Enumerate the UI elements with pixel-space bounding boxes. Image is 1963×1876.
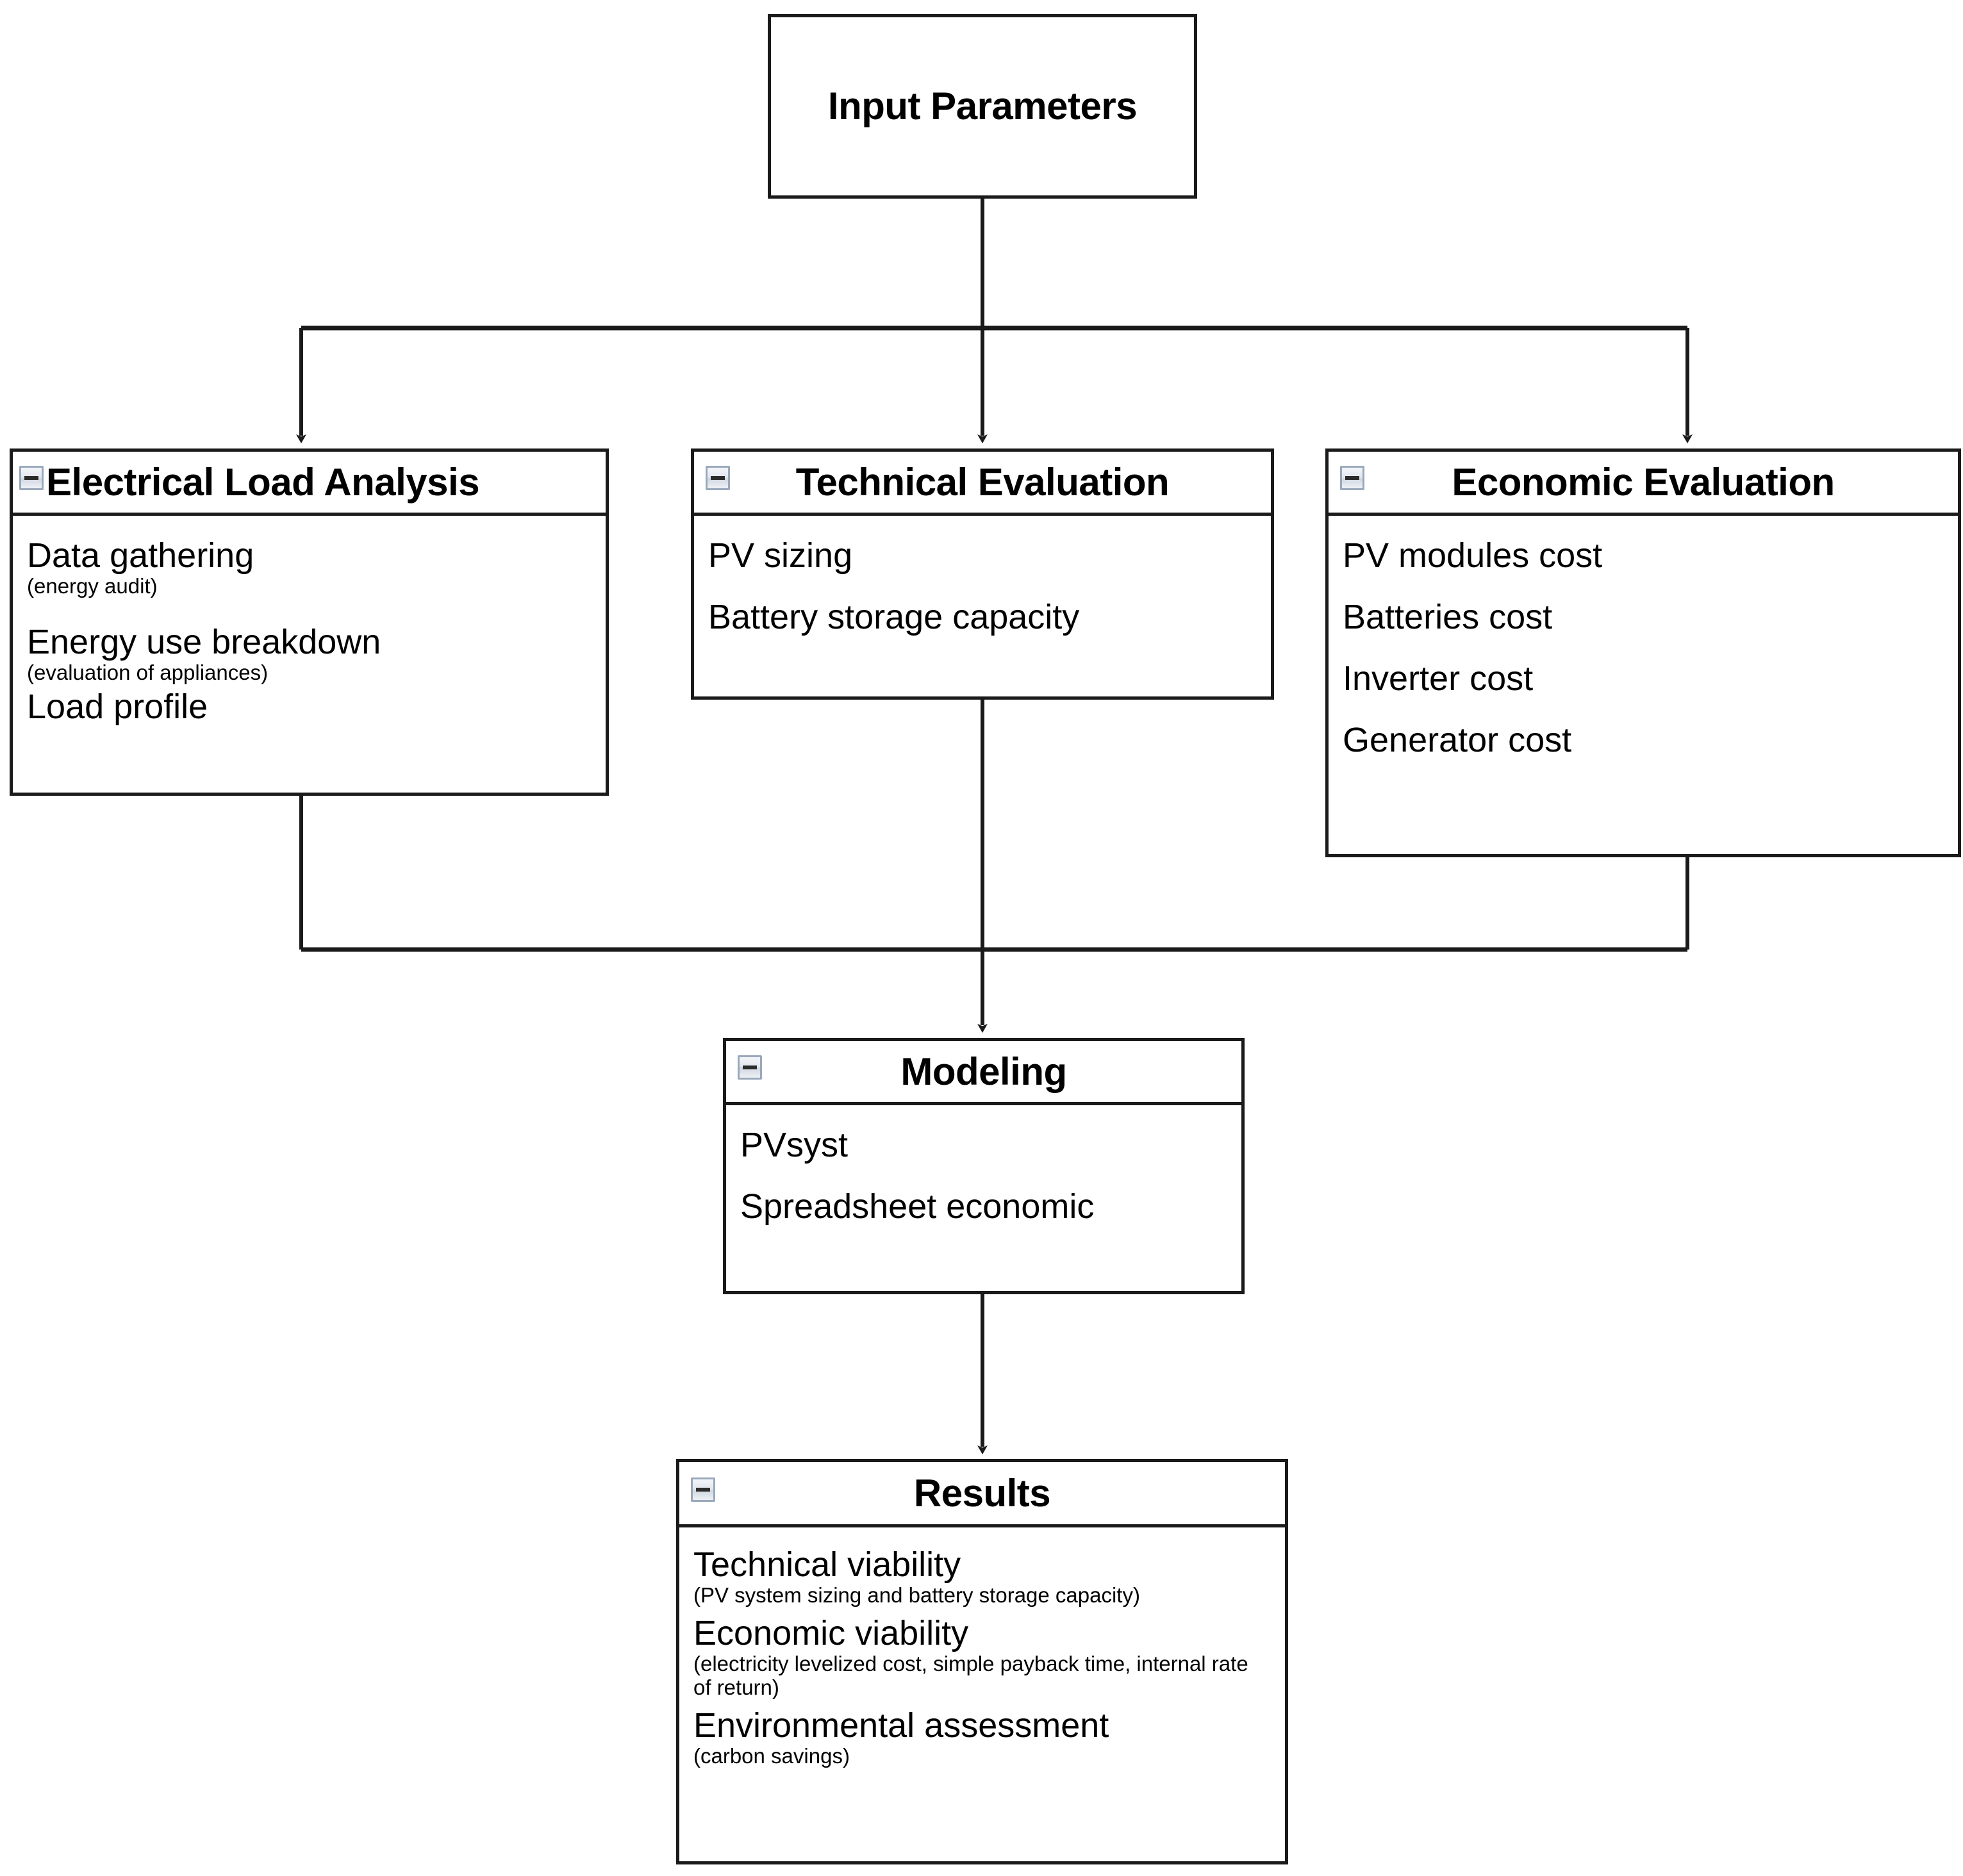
collapse-minus-icon[interactable] <box>738 1055 762 1080</box>
list-item: PV sizing <box>708 538 1271 573</box>
list-item-label: Battery storage capacity <box>708 598 1080 637</box>
node-header: Electrical Load Analysis <box>13 452 606 516</box>
list-item-note: (PV system sizing and battery storage ca… <box>693 1583 1140 1608</box>
node-body: PV modules cost Batteries cost Inverter … <box>1329 516 1958 854</box>
list-item-label: PVsyst <box>740 1126 849 1164</box>
list-item-label: Technical viability <box>693 1545 961 1584</box>
list-item: Economic viability (electricity levelize… <box>693 1615 1285 1700</box>
list-item: Battery storage capacity <box>708 599 1271 635</box>
list-item: Batteries cost <box>1343 599 1958 635</box>
list-item-label: Spreadsheet economic <box>740 1187 1095 1226</box>
node-body: PV sizing Battery storage capacity <box>694 516 1271 696</box>
node-title: Modeling <box>900 1049 1067 1093</box>
list-item-label: Batteries cost <box>1343 598 1553 637</box>
node-header: Economic Evaluation <box>1329 452 1958 516</box>
list-item-label: Inverter cost <box>1343 659 1534 698</box>
list-item: PVsyst <box>740 1127 1241 1163</box>
list-item-label: Economic viability <box>693 1614 969 1653</box>
node-title: Electrical Load Analysis <box>46 460 480 504</box>
list-item-label: Energy use breakdown <box>27 623 381 662</box>
list-item-note: (carbon savings) <box>693 1744 850 1768</box>
node-economic-evaluation[interactable]: Economic Evaluation PV modules cost Batt… <box>1325 448 1961 857</box>
node-header: Input Parameters <box>771 17 1194 195</box>
list-item-label: Load profile <box>27 687 208 727</box>
node-results[interactable]: Results Technical viability (PV system s… <box>676 1459 1288 1864</box>
node-technical-evaluation[interactable]: Technical Evaluation PV sizing Battery s… <box>691 448 1274 700</box>
list-item: Load profile <box>27 689 606 725</box>
list-item: Spreadsheet economic <box>740 1189 1241 1224</box>
list-item: Energy use breakdown (evaluation of appl… <box>27 624 606 685</box>
list-item-label: Data gathering <box>27 536 254 575</box>
node-body: PVsyst Spreadsheet economic <box>726 1105 1241 1291</box>
node-modeling[interactable]: Modeling PVsyst Spreadsheet economic <box>723 1038 1245 1294</box>
collapse-minus-icon[interactable] <box>1340 466 1364 490</box>
list-item: Technical viability (PV system sizing an… <box>693 1547 1285 1608</box>
node-electrical-load-analysis[interactable]: Electrical Load Analysis Data gathering … <box>10 448 609 796</box>
list-item: Inverter cost <box>1343 661 1958 696</box>
collapse-minus-icon[interactable] <box>706 466 730 490</box>
list-item: PV modules cost <box>1343 538 1958 573</box>
node-header: Modeling <box>726 1041 1241 1105</box>
node-body: Data gathering (energy audit) Energy use… <box>13 516 606 793</box>
node-title: Technical Evaluation <box>795 460 1170 504</box>
node-title: Input Parameters <box>827 85 1138 128</box>
list-item: Environmental assessment (carbon savings… <box>693 1707 1285 1768</box>
list-item-label: PV sizing <box>708 536 853 575</box>
node-header: Results <box>679 1462 1285 1527</box>
list-item-label: PV modules cost <box>1343 536 1603 575</box>
list-item: Data gathering (energy audit) <box>27 538 606 598</box>
list-item-note: (evaluation of appliances) <box>27 661 269 685</box>
list-item-note: (electricity levelized cost, simple payb… <box>693 1652 1248 1700</box>
collapse-minus-icon[interactable] <box>691 1477 715 1502</box>
list-item-label: Generator cost <box>1343 721 1572 760</box>
node-body: Technical viability (PV system sizing an… <box>679 1527 1285 1861</box>
node-title: Results <box>913 1471 1051 1515</box>
list-item-note: (energy audit) <box>27 574 158 598</box>
list-item-label: Environmental assessment <box>693 1706 1109 1745</box>
node-title: Economic Evaluation <box>1452 460 1835 504</box>
node-input-parameters[interactable]: Input Parameters <box>768 14 1197 199</box>
node-header: Technical Evaluation <box>694 452 1271 516</box>
list-item: Generator cost <box>1343 722 1958 758</box>
collapse-minus-icon[interactable] <box>19 466 44 490</box>
